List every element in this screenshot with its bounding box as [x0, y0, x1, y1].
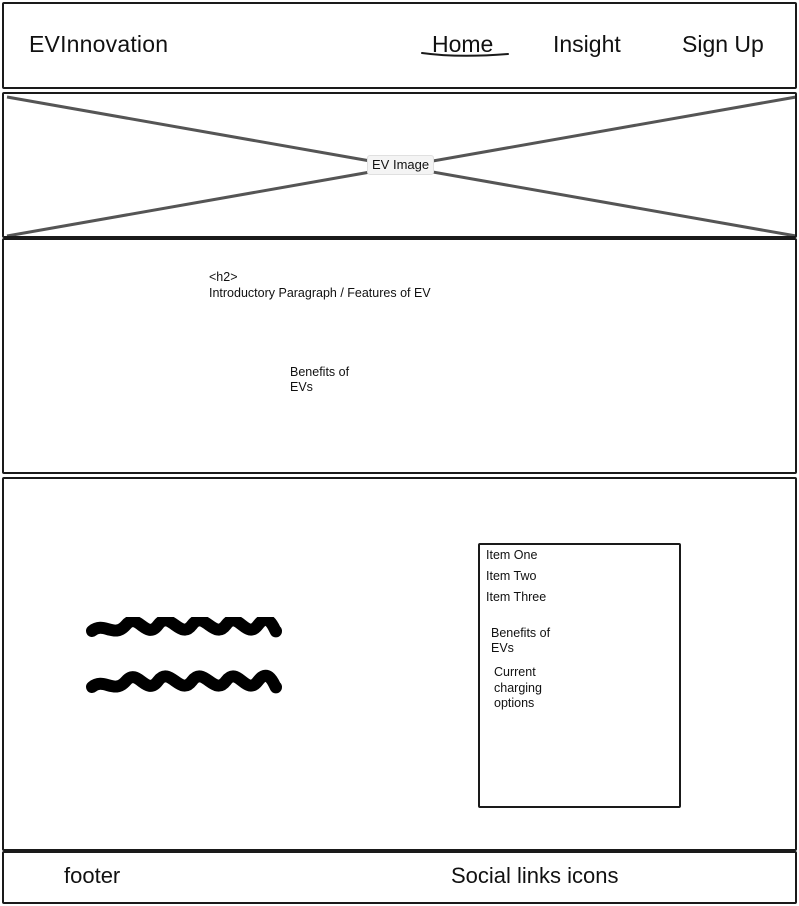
intro-section: <h2> Introductory Paragraph / Features o… — [2, 238, 797, 474]
list-item-charging-line: Current — [494, 665, 536, 679]
benefits-heading-line: Benefits of — [290, 365, 350, 379]
list-item-benefits[interactable]: Benefits of EVs — [491, 626, 571, 656]
benefits-heading: Benefits of EVs — [290, 365, 370, 395]
hero-image-label: EV Image — [367, 155, 435, 175]
list-item-benefits-line: Benefits of — [491, 626, 551, 640]
heading-tag: <h2> — [209, 270, 238, 284]
nav-link-insight[interactable]: Insight — [553, 31, 621, 57]
intro-paragraph: Introductory Paragraph / Features of EV — [209, 286, 431, 300]
list-item-one[interactable]: Item One — [486, 548, 538, 562]
brand-logo-text[interactable]: EVInnovation — [29, 31, 169, 57]
text-scribble-icon — [86, 617, 282, 694]
nav-link-home[interactable]: Home — [432, 31, 494, 57]
list-item-two[interactable]: Item Two — [486, 569, 537, 583]
site-header: EVInnovation Home Insight Sign Up — [2, 2, 797, 89]
sidebar-list-panel: Item One Item Two Item Three Benefits of… — [478, 543, 681, 808]
list-item-three[interactable]: Item Three — [486, 590, 547, 604]
benefits-heading-line: EVs — [290, 380, 313, 394]
social-links[interactable]: Social links icons — [451, 863, 619, 888]
list-item-benefits-line: EVs — [491, 641, 514, 655]
site-footer: footer Social links icons — [2, 851, 797, 904]
footer-label: footer — [64, 863, 121, 888]
list-item-charging-line: options — [494, 696, 535, 710]
list-item-charging-options[interactable]: Current charging options — [494, 665, 564, 712]
hero-image-placeholder: EV Image — [2, 92, 797, 238]
list-item-charging-line: charging — [494, 680, 542, 695]
nav-link-signup[interactable]: Sign Up — [682, 31, 764, 57]
content-section: Item One Item Two Item Three Benefits of… — [2, 477, 797, 851]
